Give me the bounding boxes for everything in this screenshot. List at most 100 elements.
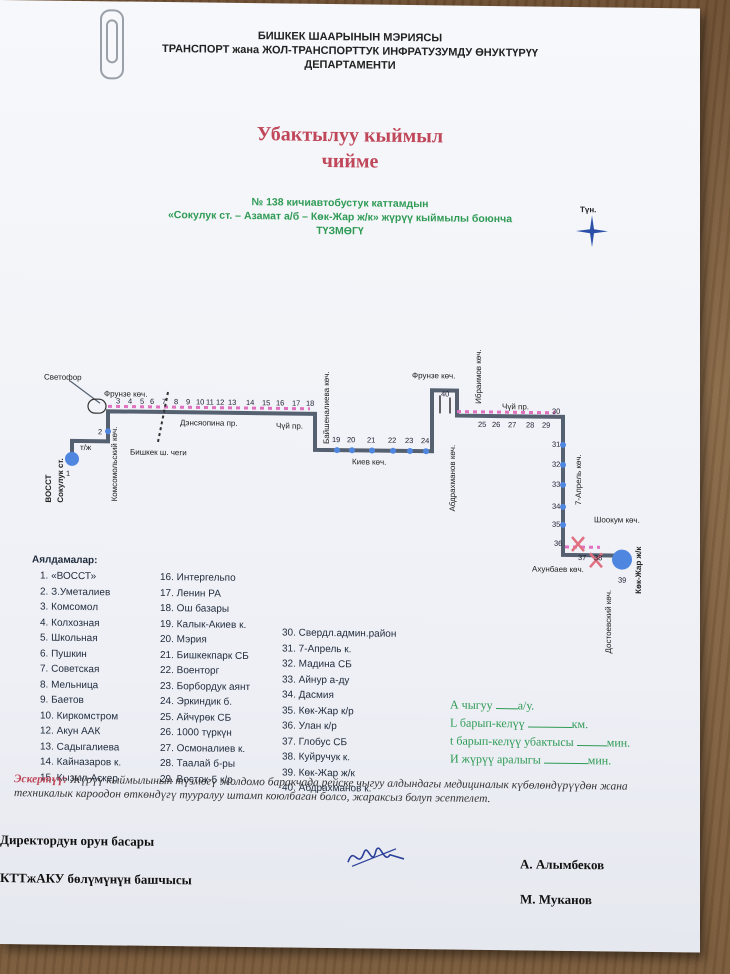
signatory-name-2: М. Муканов (520, 891, 592, 908)
traffic-light-label: Светофор (44, 372, 82, 382)
list-item: 13. Садыгалиева (40, 740, 120, 753)
route-parameters: А чыгуу а/у. L барып-келүү км. t барып-к… (450, 695, 630, 769)
stop-number: 33 (552, 479, 561, 489)
list-item: 34. Дасмия (282, 689, 334, 702)
note-label: Эскертүү: (14, 773, 68, 786)
list-item: 4. Колхозная (40, 616, 100, 629)
list-item: 12. Акун ААК (40, 725, 101, 738)
stop-number: 21 (367, 435, 376, 445)
list-item: 37. Глобус СБ (282, 735, 347, 748)
street-dostoevsky: Достоевский көч. (604, 589, 613, 654)
stop-number: 2 (98, 427, 103, 437)
stop-number: 17 (292, 398, 301, 408)
list-item: 35. Көк-Жар к/р (282, 704, 354, 717)
field-i: И жүрүү аралыгы мин. (450, 751, 612, 768)
label-sokuluk: Сокулук ст. (56, 458, 65, 503)
stop-number: 39 (618, 575, 627, 585)
field-l-blank[interactable] (527, 716, 572, 728)
stop-number: 40 (441, 389, 450, 399)
stops-heading: Аялдамалар: (32, 554, 98, 567)
stop-number: 10 (196, 397, 205, 407)
stop-number: 38 (594, 553, 603, 563)
street-komsomol: Комсомольский көч. (110, 426, 119, 502)
list-item: 20. Мэрия (160, 633, 207, 646)
stop-number: 11 (206, 397, 214, 407)
stop-number: 6 (150, 396, 155, 406)
stop-number: 13 (228, 397, 237, 407)
paper-clip-icon (100, 9, 124, 80)
route-map (65, 380, 632, 570)
stop-number: 18 (306, 398, 315, 408)
signatory-name-1: А. Алымбеков (520, 856, 605, 873)
label-kokjar: Көк-Жар ж/к (634, 546, 643, 594)
compass-star-icon (576, 215, 608, 248)
street-chuy-1: Чүй пр. (276, 421, 304, 431)
list-item: 33. Айнур а-ду (282, 673, 350, 686)
list-item: 31. 7-Апрель к. (282, 642, 352, 655)
list-item: 36. Улан к/р (282, 720, 337, 733)
list-item: 3. Комсомол (40, 601, 99, 614)
stop-number: 9 (186, 397, 191, 407)
stop-number: 27 (508, 420, 517, 430)
stop-number: 31 (552, 439, 561, 449)
field-l: L барып-келүү км. (450, 715, 589, 732)
stop-number: 28 (526, 420, 535, 430)
list-item: 9. Баетов (40, 694, 84, 707)
stop-number: 5 (140, 396, 145, 406)
list-item: 7. Советская (40, 663, 100, 676)
stop-number: 29 (542, 420, 551, 430)
list-item: 26. 1000 түркүн (160, 726, 232, 739)
signatory-title-1: Директордун орун басары (0, 832, 155, 849)
stop-number: 20 (347, 435, 356, 445)
stop-number: 3 (116, 396, 121, 406)
field-t-blank[interactable] (576, 735, 607, 747)
street-chuy-2: Чүй пр. (502, 402, 530, 412)
street-bishkek-border: Бишкек ш. чеги (130, 447, 187, 458)
stop-number: 35 (552, 519, 561, 529)
stop-number: 7 (162, 396, 167, 407)
street-abdrakhmanov: Абдрахманов көч. (448, 444, 457, 512)
list-item: 23. Борбордук аянт (160, 680, 251, 693)
note-text: Жүрүү кыймылынын түзмөгү жолдомо баракча… (14, 773, 628, 805)
handwritten-signature (347, 847, 405, 867)
street-baishenalieva: Байшеналиева көч. (322, 371, 331, 445)
list-item: 2. З.Уметалиев (40, 585, 111, 598)
list-item: 38. Куйручук к. (282, 751, 351, 764)
stop-number: 16 (276, 398, 285, 408)
stop-number: 12 (216, 397, 225, 407)
stop-number: 14 (246, 398, 255, 408)
street-shookum: Шоокум көч. (594, 515, 640, 525)
street-tj: т/ж (80, 442, 92, 453)
stop-number: 15 (262, 398, 271, 408)
list-item: 5. Школьная (40, 632, 98, 645)
stop-number: 24 (421, 436, 430, 446)
stop-number: 4 (128, 396, 133, 406)
stop-number: 37 (578, 553, 587, 563)
stop-number: 30 (552, 406, 561, 416)
street-densopina: Дэнсяопина пр. (180, 418, 238, 428)
stop-number: 34 (552, 501, 561, 511)
list-item: 8. Мельница (40, 678, 99, 691)
list-item: 18. Ош базары (160, 602, 230, 615)
list-item: 10. Киркомстром (40, 709, 119, 722)
warning-note: Эскертүү: Жүрүү кыймылынын түзмөгү жолдо… (14, 772, 674, 808)
list-item: 24. Эркиндик б. (160, 695, 232, 708)
list-item: 28. Таалай б-ры (160, 757, 236, 770)
list-item: 16. Интергельпо (160, 571, 236, 584)
stop-number: 23 (405, 435, 414, 446)
stop-number: 36 (554, 538, 563, 548)
list-item: 21. Бишкекпарк СБ (160, 649, 249, 662)
list-item: 19. Калык-Акиев к. (160, 618, 247, 631)
list-item: 27. Осмоналиев к. (160, 742, 246, 755)
street-7-aprel: 7-Апрель көч. (574, 454, 583, 506)
signatory-title-2: КТТжАКУ бөлүмүнүн башчысы (0, 870, 192, 888)
label-vosst: ВОССТ (44, 474, 53, 503)
street-ibraimov: Ибраимов көч. (474, 349, 483, 404)
stops-column-3: 30. Свердл.админ.район 31. 7-Апрель к. 3… (282, 625, 396, 797)
stop-number: 25 (478, 419, 487, 429)
list-item: 30. Свердл.админ.район (282, 627, 397, 640)
field-i-blank[interactable] (543, 752, 588, 765)
stop-number: 8 (174, 397, 179, 407)
field-a-blank[interactable] (495, 698, 518, 710)
field-a: А чыгуу а/у. (450, 697, 535, 713)
